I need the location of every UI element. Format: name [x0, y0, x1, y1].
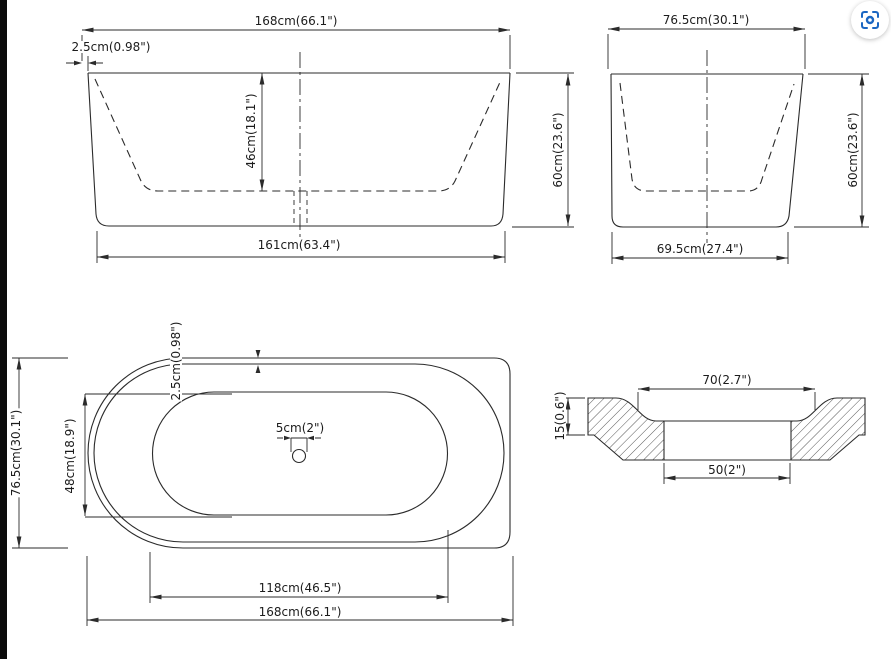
plan-overall-length-dim: 168cm(66.1"): [257, 605, 343, 619]
plan-drain-diameter-dim: 5cm(2"): [274, 421, 326, 435]
plan-rim-thickness-dim: 2.5cm(0.98"): [169, 320, 183, 402]
front-rim-thickness-dim: 2.5cm(0.98"): [70, 40, 152, 54]
lens-icon: [861, 11, 879, 29]
left-edge-black-bar: [0, 0, 7, 659]
side-top-width-dim: 76.5cm(30.1"): [661, 13, 751, 27]
side-base-width-dim: 69.5cm(27.4"): [655, 242, 745, 256]
front-inner-depth-dim: 46cm(18.1"): [244, 92, 258, 170]
front-overall-width-dim: 168cm(66.1"): [253, 14, 339, 28]
detail-hole-width-dim: 50(2"): [707, 463, 747, 477]
detail-flange-height-dim: 15(0.6"): [553, 390, 567, 442]
front-height-dim: 60cm(23.6"): [551, 111, 565, 189]
plan-inner-length-dim: 118cm(46.5"): [257, 581, 343, 595]
front-base-width-dim: 161cm(63.4"): [256, 238, 342, 252]
side-height-dim: 60cm(23.6"): [846, 111, 860, 189]
image-search-lens-button[interactable]: [851, 1, 889, 39]
detail-recess-width-dim: 70(2.7"): [701, 373, 753, 387]
plan-overall-width-dim: 76.5cm(30.1"): [9, 408, 23, 498]
plan-inner-width-dim: 48cm(18.9"): [63, 417, 77, 495]
